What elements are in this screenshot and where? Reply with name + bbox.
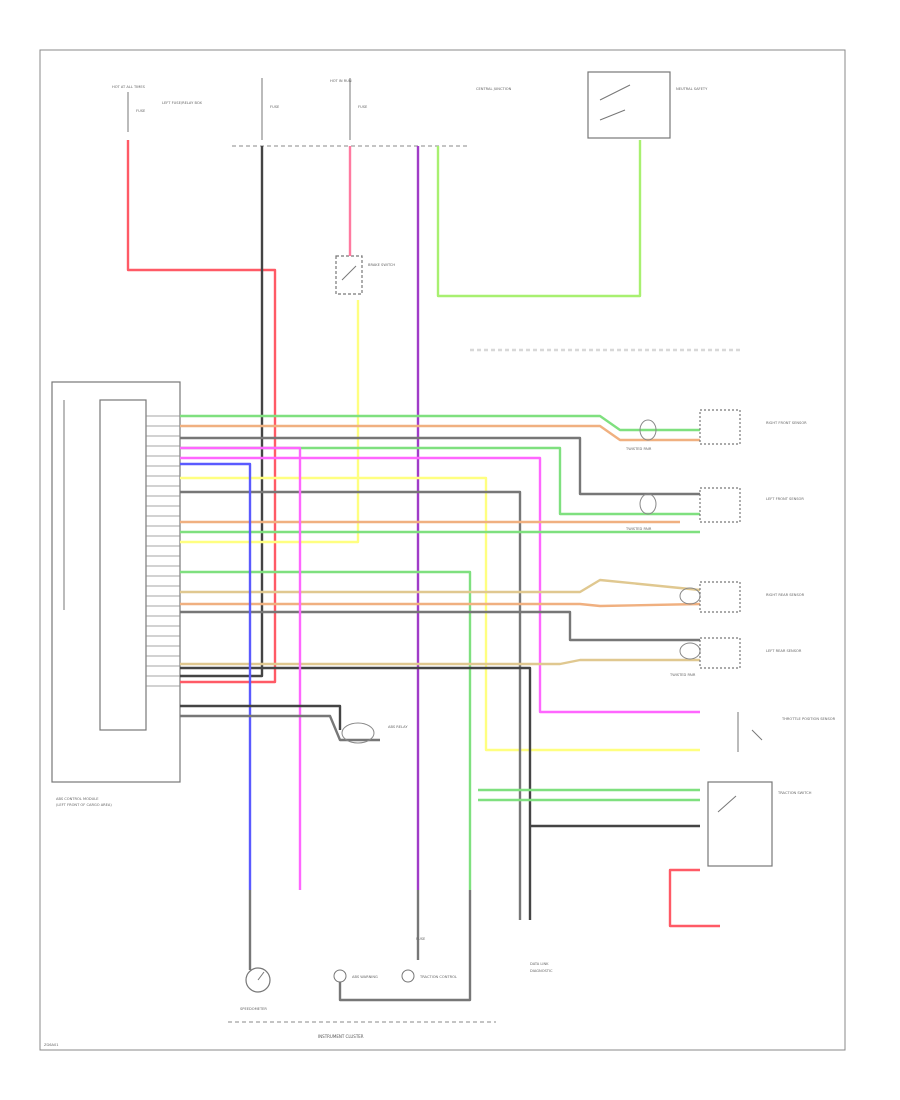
wire-gray-12 bbox=[180, 490, 522, 920]
rr-sensor: RIGHT REAR SENSOR bbox=[679, 581, 805, 613]
wire-gray-8 bbox=[180, 436, 700, 496]
power-source-2: FUSE bbox=[261, 78, 280, 140]
abs-warning-lamp bbox=[333, 969, 347, 983]
fuse-label-2: FUSE bbox=[270, 105, 280, 109]
wire-green-9 bbox=[180, 446, 700, 516]
traction-switch: TRACTION SWITCH bbox=[707, 781, 812, 867]
twisted-pair-label-2: TWISTED PAIR bbox=[625, 527, 652, 531]
twisted-pair-label-3: TWISTED PAIR bbox=[669, 673, 696, 677]
abs-module-label: ABS CONTROL MODULE bbox=[56, 797, 99, 801]
wire-green-15 bbox=[180, 570, 472, 890]
power-source-1: HOT AT ALL TIMES FUSE LEFT FUSE/RELAY BO… bbox=[112, 85, 202, 132]
wire-magenta-10 bbox=[180, 456, 700, 714]
neutral-safety-switch: NEUTRAL SAFETY bbox=[587, 71, 708, 139]
wire-darkgray-23 bbox=[180, 704, 342, 730]
rf-sensor: RIGHT FRONT SENSOR TWISTED PAIR bbox=[625, 409, 807, 451]
lr-sensor: LEFT REAR SENSOR TWISTED PAIR bbox=[669, 637, 802, 677]
wire-tan-16 bbox=[180, 578, 701, 594]
wire-magenta-21 bbox=[180, 446, 302, 890]
instrument-cluster-label: INSTRUMENT CLUSTER bbox=[318, 1034, 364, 1039]
throttle-position-sensor: THROTTLE POSITION SENSOR bbox=[737, 712, 836, 752]
fuse-label-4: FUSE bbox=[416, 937, 426, 941]
lr-sensor-label: LEFT REAR SENSOR bbox=[766, 649, 802, 653]
brake-switch: BRAKE SWITCH bbox=[335, 255, 395, 295]
data-link-label: DATA LINK bbox=[530, 962, 549, 966]
hot-label-1: HOT AT ALL TIMES bbox=[112, 85, 146, 89]
rf-sensor-label: RIGHT FRONT SENSOR bbox=[766, 421, 807, 425]
wire-darkgray-20 bbox=[180, 666, 532, 920]
wire-harness bbox=[126, 140, 740, 1002]
traction-warning-lamp bbox=[401, 969, 415, 983]
traction-warning-label: TRACTION CONTROL bbox=[419, 975, 457, 979]
abs-control-module: ABS CONTROL MODULE (LEFT FRONT OF CARGO … bbox=[51, 381, 181, 807]
diagram-frame bbox=[39, 49, 846, 1051]
diagnostic-label: DIAGNOSTIC bbox=[530, 969, 553, 973]
wire-blue-22 bbox=[180, 462, 252, 890]
wire-tan-19 bbox=[180, 658, 700, 666]
wire-gray-18 bbox=[180, 610, 700, 642]
wire-red-28 bbox=[668, 868, 720, 928]
brake-switch-label: BRAKE SWITCH bbox=[368, 263, 395, 267]
wire-orange-17 bbox=[180, 602, 701, 608]
speedometer-label: SPEEDOMETER bbox=[240, 1007, 267, 1011]
speedometer-gauge bbox=[245, 967, 271, 993]
wire-yellow-11 bbox=[180, 476, 700, 752]
abs-relay-label: ABS RELAY bbox=[388, 725, 408, 729]
instrument-cluster: SPEEDOMETER ABS WARNING TRACTION CONTROL… bbox=[228, 937, 496, 1039]
neutral-safety-label: NEUTRAL SAFETY bbox=[676, 87, 708, 91]
trac-switch-label: TRACTION SWITCH bbox=[777, 791, 812, 795]
wire-lime-5 bbox=[436, 140, 642, 298]
wire-green-6 bbox=[180, 414, 700, 432]
rr-sensor-label: RIGHT REAR SENSOR bbox=[766, 593, 805, 597]
data-link-connector: DATA LINK DIAGNOSTIC bbox=[530, 962, 553, 973]
abs-relay: ABS RELAY bbox=[341, 722, 408, 744]
lf-sensor-label: LEFT FRONT SENSOR bbox=[766, 497, 804, 501]
twisted-pair-label-1: TWISTED PAIR bbox=[625, 447, 652, 451]
wire-red-0 bbox=[126, 140, 277, 684]
wire-darkgray-1 bbox=[180, 146, 264, 678]
tps-label: THROTTLE POSITION SENSOR bbox=[781, 717, 836, 721]
abs-module-sublabel: (LEFT FRONT OF CARGO AREA) bbox=[56, 803, 112, 807]
hot-label-2: HOT IN RUN bbox=[330, 79, 352, 83]
wire-orange-7 bbox=[180, 424, 700, 442]
fuse-box-label-1: LEFT FUSE/RELAY BOX bbox=[162, 101, 202, 105]
wire-yellow-3 bbox=[180, 300, 360, 544]
figure-id: ZG6A01 bbox=[44, 1043, 59, 1047]
wire-gray-24 bbox=[180, 714, 380, 742]
junction-label: CENTRAL JUNCTION bbox=[476, 87, 512, 91]
wire-gray-32 bbox=[338, 890, 472, 1002]
lf-sensor: LEFT FRONT SENSOR TWISTED PAIR bbox=[625, 487, 804, 531]
power-source-3: HOT IN RUN FUSE CENTRAL JUNCTION bbox=[330, 78, 512, 140]
fuse-label-3: FUSE bbox=[358, 105, 368, 109]
fuse-label-1: FUSE bbox=[136, 109, 146, 113]
abs-warning-label: ABS WARNING bbox=[352, 975, 378, 979]
